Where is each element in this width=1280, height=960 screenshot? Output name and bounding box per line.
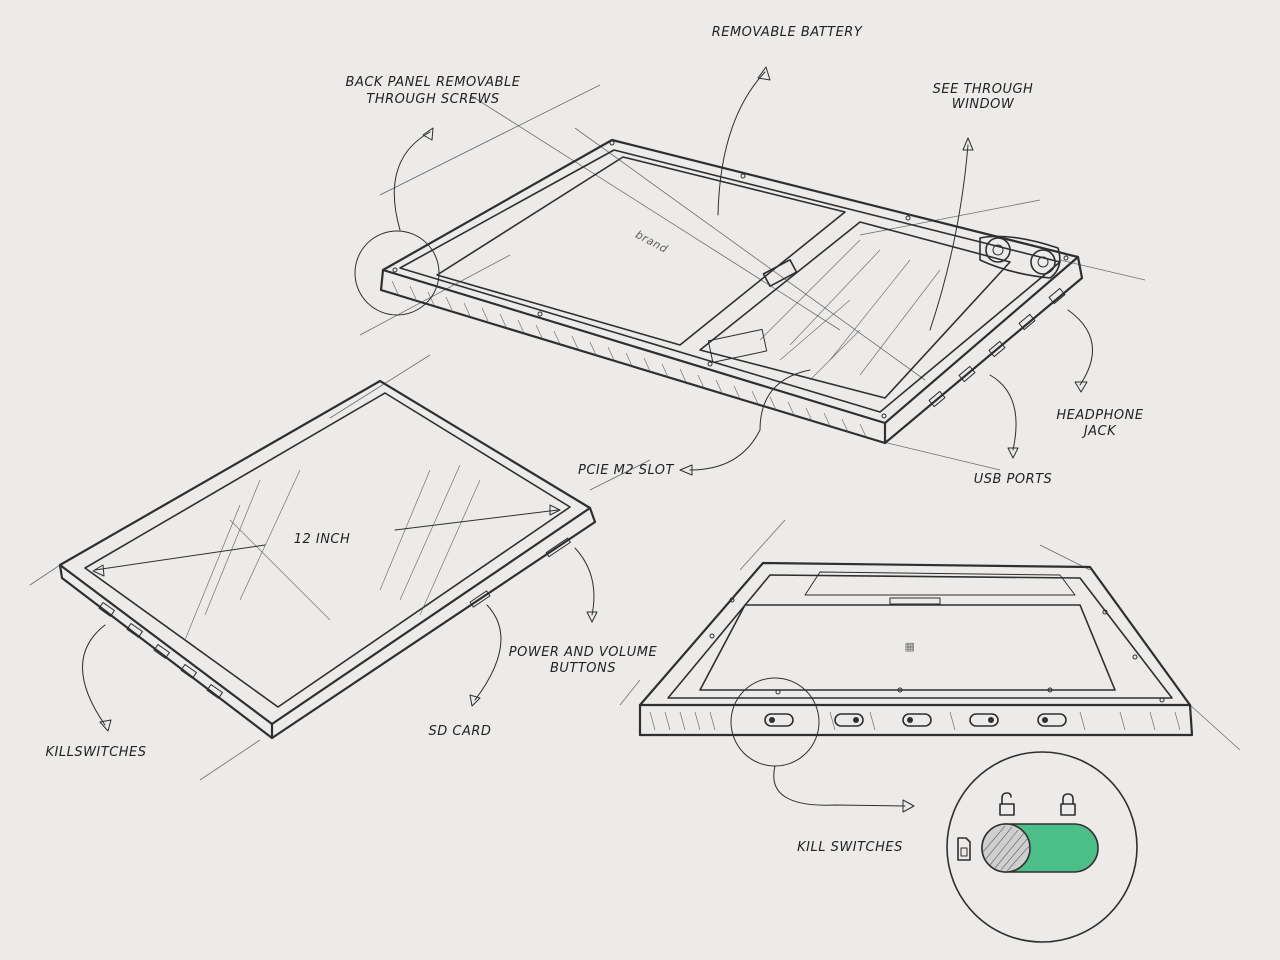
arrow-back-panel — [393, 131, 431, 231]
sim-card-icon — [957, 837, 971, 861]
tablet-edge-view: ▦ — [619, 519, 1241, 767]
kill-switch-detail — [946, 751, 1138, 943]
arrow-see-through — [929, 144, 969, 331]
arrowhead-headphone — [1074, 381, 1088, 393]
label-back-panel-1: BACK PANEL REMOVABLE — [346, 75, 521, 90]
label-headphone-1: HEADPHONE — [1056, 408, 1143, 423]
unlock-icon — [999, 792, 1015, 816]
tablet-front-view — [29, 354, 651, 781]
brand-logo: brand — [633, 228, 670, 256]
arrow-pcie — [689, 369, 811, 471]
arrow-usb — [989, 374, 1017, 451]
label-screen-size: 12 INCH — [294, 532, 351, 547]
arrowhead-sd-card — [469, 694, 481, 707]
label-back-panel-2: THROUGH SCREWS — [366, 92, 499, 107]
arrow-killswitches — [82, 624, 106, 726]
label-power-volume-1: POWER AND VOLUME — [509, 645, 658, 660]
label-see-through-1: SEE THROUGH — [933, 82, 1034, 97]
arrowhead-kill-switches — [902, 799, 915, 813]
label-power-volume-2: BUTTONS — [550, 661, 616, 676]
arrowhead-see-through — [962, 137, 974, 151]
arrow-kill-switches — [773, 765, 906, 807]
label-killswitches: KILLSWITCHES — [45, 745, 146, 760]
kill-switch-knob — [981, 823, 1031, 873]
arrow-removable-battery — [717, 71, 766, 216]
label-kill-switches: KILL SWITCHES — [797, 840, 903, 855]
lock-icon — [1060, 793, 1076, 816]
label-headphone-2: JACK — [1081, 424, 1117, 439]
arrowhead-battery — [757, 66, 771, 81]
label-sd-card: SD CARD — [429, 724, 492, 739]
arrowhead-usb — [1007, 447, 1019, 459]
arrowhead-pcie — [679, 464, 693, 476]
arrow-sd-card — [474, 604, 502, 701]
arrow-power-volume — [574, 547, 595, 616]
arrowhead-power-volume — [586, 611, 598, 623]
label-usb-ports: USB PORTS — [974, 472, 1053, 487]
edge-logo: ▦ — [905, 640, 916, 653]
tablet-back-view: brand — [354, 84, 1146, 471]
arrowhead-killswitches — [99, 719, 112, 732]
label-see-through-2: WINDOW — [952, 97, 1015, 112]
arrow-headphone — [1067, 309, 1093, 386]
arrowhead-back-panel — [422, 127, 434, 141]
label-removable-battery: REMOVABLE BATTERY — [712, 25, 863, 40]
label-pcie-slot: PCIE M2 SLOT — [578, 463, 675, 478]
